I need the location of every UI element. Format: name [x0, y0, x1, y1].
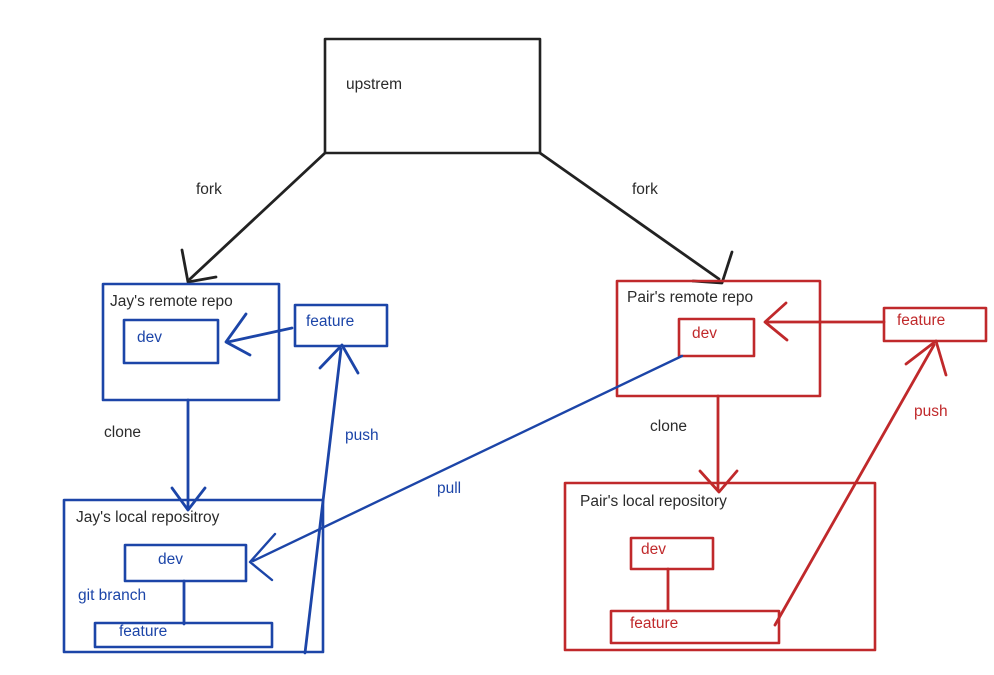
- jay-local-git-branch-label: git branch: [78, 587, 146, 604]
- jay-remote-dev-label: dev: [137, 329, 162, 346]
- jay-remote-node[interactable]: Jay's remote repo dev: [101, 282, 281, 402]
- jay-remote-feature-node[interactable]: feature: [293, 303, 389, 348]
- pair-local-dev-box[interactable]: [629, 536, 715, 571]
- upstream-box[interactable]: [323, 37, 542, 155]
- pair-local-box[interactable]: [563, 481, 877, 652]
- pull-line: [251, 354, 684, 563]
- jay-remote-merge-arrowhead: [224, 312, 252, 357]
- pair-local-node[interactable]: Pair's local repository dev feature: [563, 481, 877, 652]
- push-left-line: [303, 347, 343, 655]
- push-right-label: push: [914, 403, 948, 420]
- clone-left-edge[interactable]: clone: [104, 398, 207, 512]
- fork-right-line: [538, 151, 721, 281]
- jay-local-feature-label: feature: [119, 623, 167, 640]
- fork-right-arrowhead: [691, 250, 734, 285]
- pair-remote-title: Pair's remote repo: [627, 289, 753, 306]
- upstream-label: upstrem: [346, 76, 402, 93]
- push-left-label: push: [345, 427, 379, 444]
- clone-left-arrowhead: [170, 486, 207, 512]
- jay-local-dev-label: dev: [158, 551, 183, 568]
- jay-local-node[interactable]: Jay's local repositroy dev git branch fe…: [62, 498, 325, 654]
- clone-right-label: clone: [650, 418, 687, 435]
- pair-local-feature-box[interactable]: [609, 609, 781, 645]
- clone-right-arrowhead: [698, 469, 739, 494]
- pull-label: pull: [437, 480, 461, 497]
- clone-left-label: clone: [104, 424, 141, 441]
- fork-right-edge[interactable]: fork: [538, 151, 734, 285]
- push-right-line: [773, 343, 936, 627]
- fork-left-line: [188, 151, 327, 281]
- pair-local-title: Pair's local repository: [580, 493, 727, 510]
- clone-right-edge[interactable]: clone: [650, 394, 739, 494]
- fork-left-arrowhead: [180, 248, 218, 284]
- jay-local-dev-box[interactable]: [123, 543, 248, 583]
- push-left-edge[interactable]: push: [303, 343, 379, 655]
- jay-remote-merge-line: [226, 326, 294, 344]
- jay-remote-box[interactable]: [101, 282, 281, 402]
- pull-arrowhead: [248, 532, 277, 582]
- fork-right-label: fork: [632, 181, 658, 198]
- jay-local-box[interactable]: [62, 498, 325, 654]
- pair-remote-dev-box[interactable]: [677, 317, 756, 358]
- fork-left-label: fork: [196, 181, 222, 198]
- push-left-arrowhead: [318, 343, 360, 375]
- fork-left-edge[interactable]: fork: [180, 151, 327, 284]
- pair-remote-merge-arrowhead: [763, 301, 789, 342]
- jay-local-feature-box[interactable]: [93, 621, 274, 649]
- upstream-node[interactable]: upstrem: [323, 37, 542, 155]
- pair-remote-dev-label: dev: [692, 325, 717, 342]
- pair-remote-merge-edge: [763, 301, 886, 342]
- push-right-arrowhead: [904, 339, 948, 377]
- jay-remote-feature-label: feature: [306, 313, 354, 330]
- jay-remote-dev-box[interactable]: [122, 318, 220, 365]
- pull-edge[interactable]: pull: [248, 354, 684, 582]
- pair-local-dev-label: dev: [641, 541, 666, 558]
- push-right-edge[interactable]: push: [773, 339, 948, 627]
- jay-remote-merge-edge: [224, 312, 294, 357]
- pair-remote-feature-node[interactable]: feature: [882, 306, 988, 343]
- pair-local-feature-label: feature: [630, 615, 678, 632]
- pair-remote-node[interactable]: Pair's remote repo dev: [615, 279, 822, 398]
- pair-remote-feature-label: feature: [897, 312, 945, 329]
- jay-local-title: Jay's local repositroy: [76, 509, 220, 526]
- jay-remote-title: Jay's remote repo: [110, 293, 233, 310]
